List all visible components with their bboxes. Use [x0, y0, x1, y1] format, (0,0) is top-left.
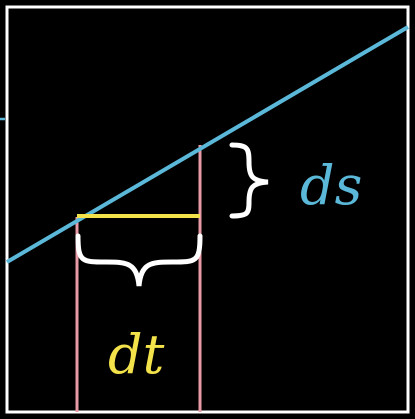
function-line	[5, 25, 410, 264]
dt-brace	[75, 233, 203, 287]
frame-border	[5, 5, 410, 414]
ds-label: ds	[300, 154, 362, 217]
dt-label: dt	[108, 323, 165, 386]
ds-brace	[229, 142, 269, 219]
